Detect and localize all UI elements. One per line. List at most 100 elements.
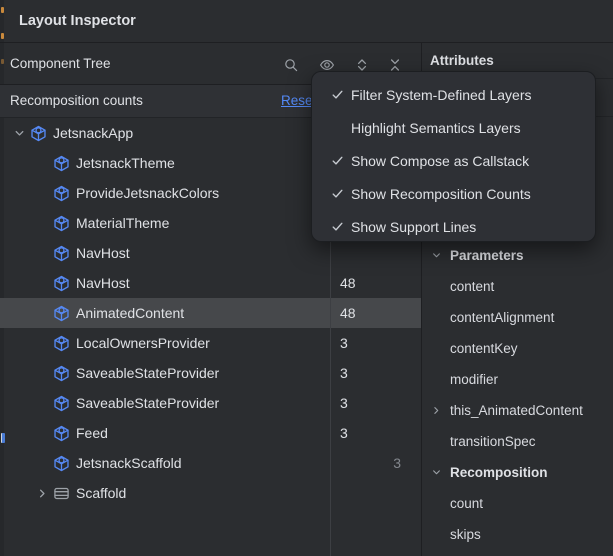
attr-item-skips[interactable]: skips [422,519,613,550]
tree-node-label: AnimatedContent [76,305,185,321]
menu-item-label: Show Compose as Callstack [351,152,530,169]
compose-node-icon [53,275,70,292]
expander-slot [31,245,53,261]
expander-slot [31,275,53,291]
tree-row-navhost[interactable]: NavHost [0,238,421,268]
window-titlebar: Layout Inspector [0,0,613,43]
tree-row-saveablestateprovider[interactable]: SaveableStateProvider 3 [0,388,421,418]
tree-row-jetsnacktheme[interactable]: JetsnackTheme [0,148,421,178]
checkmark-icon [327,153,348,169]
search-icon[interactable] [282,56,299,73]
attributes-list: Parameters content contentAlignment content… [422,240,613,550]
tree-node-label: LocalOwnersProvider [76,335,210,351]
expander-slot [426,373,446,387]
attributes-panel: Attributes Parameters content contentAlign… [422,43,613,556]
attr-item-label: count [450,496,484,511]
expander-slot [31,215,53,231]
attr-item-label: contentKey [450,341,518,356]
attr-section-title: Recomposition [450,465,548,480]
attr-section-recomposition[interactable]: Recomposition [422,457,613,488]
tree-node-label: NavHost [76,245,130,261]
chevron-down-icon[interactable] [426,466,446,480]
chevron-down-icon[interactable] [8,125,30,141]
attr-item-label: contentAlignment [450,310,555,325]
tree-row-materialtheme[interactable]: MaterialTheme [0,208,421,238]
expand-all-icon[interactable] [353,56,370,73]
expander-slot [426,311,446,325]
attr-item-content[interactable]: content [422,271,613,302]
attr-section-parameters[interactable]: Parameters [422,240,613,271]
clipped-icon-fragment [1,33,4,39]
compose-node-icon [53,395,70,412]
expander-slot [31,425,53,441]
recomposition-count: 3 [340,425,348,441]
attr-item-contentalignment[interactable]: contentAlignment [422,302,613,333]
tree-node-label: SaveableStateProvider [76,365,220,381]
tree-node-label: JetsnackScaffold [76,455,182,471]
compose-node-icon [53,215,70,232]
reset-counts-link[interactable]: Reset [281,93,317,108]
menu-item[interactable]: Show Support Lines [312,210,595,243]
tree-node-label: MaterialTheme [76,215,170,231]
tree-row-providejetsnackcolors[interactable]: ProvideJetsnackColors [0,178,421,208]
menu-item[interactable]: Highlight Semantics Layers [312,111,595,144]
skip-count: 3 [393,455,401,471]
clipped-icon-fragment [1,7,4,13]
expander-slot [426,280,446,294]
expander-slot [426,528,446,542]
attr-item-transitionspec[interactable]: transitionSpec [422,426,613,457]
tree-node-label: SaveableStateProvider [76,395,220,411]
attr-item-label: transitionSpec [450,434,536,449]
component-tree-header: Component Tree [0,43,421,85]
scaffold-icon [53,485,70,502]
compose-node-icon [53,305,70,322]
compose-node-icon [53,335,70,352]
menu-item[interactable]: Filter System-Defined Layers [312,78,595,111]
checkmark-icon [327,186,348,202]
attr-section-title: Parameters [450,248,524,263]
menu-item[interactable]: Show Recomposition Counts [312,177,595,210]
attr-item-modifier[interactable]: modifier [422,364,613,395]
page-title: Layout Inspector [19,13,136,29]
expander-slot [31,335,53,351]
tree-node-label: ProvideJetsnackColors [76,185,220,201]
attr-item-contentkey[interactable]: contentKey [422,333,613,364]
tree-node-label: JetsnackApp [53,125,134,141]
chevron-down-icon[interactable] [426,249,446,263]
chevron-right-icon[interactable] [31,485,53,501]
attr-item-label: skips [450,527,481,542]
attr-item-label: content [450,279,495,294]
tree-node-label: Feed [76,425,108,441]
clipped-icon-fragment [1,433,5,443]
checkmark-slot [327,120,348,136]
tree-row-feed[interactable]: Feed 3 [0,418,421,448]
expander-slot [31,455,53,471]
menu-item-label: Show Recomposition Counts [351,185,531,202]
view-options-eye-icon[interactable] [318,56,335,73]
tree-row-scaffold[interactable]: Scaffold [0,478,421,508]
tree-node-label: Scaffold [76,485,127,501]
collapse-all-icon[interactable] [386,56,403,73]
expander-slot [426,342,446,356]
compose-node-icon [53,155,70,172]
attributes-title: Attributes [430,53,494,68]
tree-row-jetsnackscaffold[interactable]: JetsnackScaffold 3 [0,448,421,478]
tree-node-label: JetsnackTheme [76,155,175,171]
expander-slot [31,155,53,171]
menu-item-label: Highlight Semantics Layers [351,119,521,136]
attr-item-count[interactable]: count [422,488,613,519]
menu-item[interactable]: Show Compose as Callstack [312,144,595,177]
attr-item-this_animatedcontent[interactable]: this_AnimatedContent [422,395,613,426]
expander-slot [31,185,53,201]
compose-node-icon [53,425,70,442]
compose-node-icon [53,455,70,472]
expander-slot [426,435,446,449]
panel-divider[interactable] [421,43,422,556]
tree-row-jetsnackapp[interactable]: JetsnackApp [0,118,421,148]
chevron-right-icon[interactable] [426,404,446,418]
recomposition-count: 3 [340,395,348,411]
